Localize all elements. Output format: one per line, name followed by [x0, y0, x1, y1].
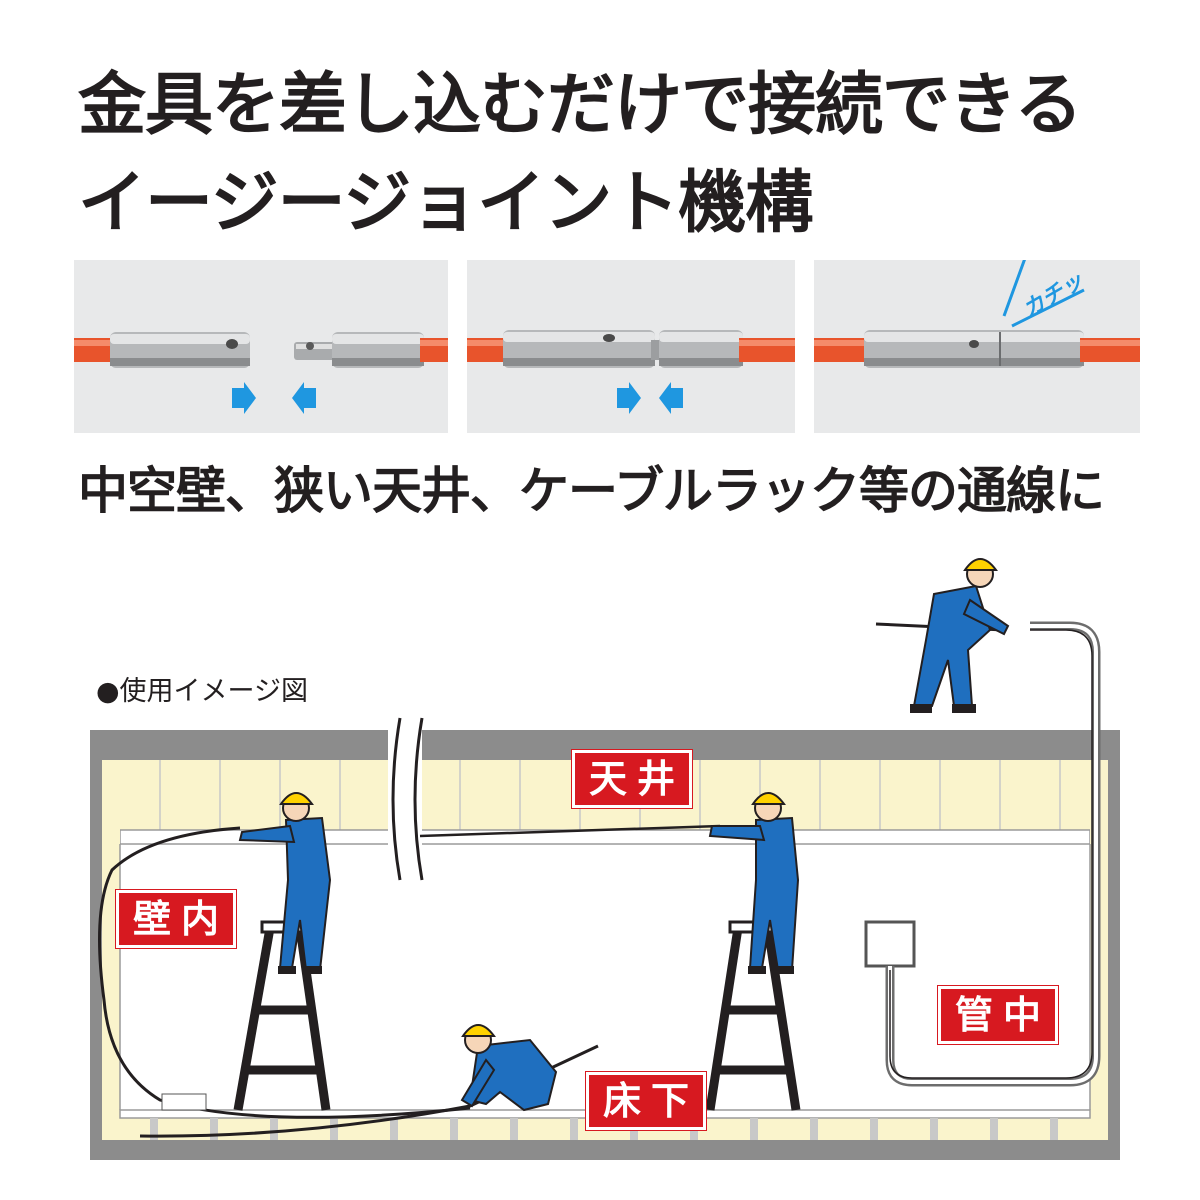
- stepladder-right: [705, 927, 801, 1111]
- click-mark-line: [1002, 260, 1026, 317]
- joint-connected-illustration: カチッ: [814, 260, 1140, 368]
- headline-line-2: イージージョイント機構: [78, 164, 813, 243]
- joint-inserting-illustration: [467, 330, 795, 414]
- label-ceiling: 天井: [572, 750, 693, 808]
- wire-spool-label: [161, 1093, 207, 1111]
- helmet-icon: [963, 558, 998, 571]
- label-wall: 壁内: [116, 890, 237, 948]
- right-wall: [1108, 730, 1120, 1160]
- wire-underfloor-route: [139, 1044, 599, 1138]
- click-sound-text: カチッ: [1018, 267, 1089, 322]
- break-mark: [391, 717, 402, 881]
- joint-photo-separated: [74, 260, 448, 433]
- arrow-right-icon: [232, 382, 256, 414]
- usage-diagram-caption: ●使用イメージ図: [96, 676, 309, 707]
- arrow-right-icon: [617, 382, 641, 414]
- label-conduit: 管中: [938, 986, 1059, 1044]
- left-wall-cavity: [102, 760, 120, 1140]
- ceiling-joists: [159, 760, 1061, 830]
- arrow-left-icon: [659, 382, 683, 414]
- wire-wall-route: [98, 826, 471, 1119]
- helmet-icon: [279, 792, 314, 805]
- worker-ceiling-right: [708, 792, 800, 974]
- usage-subheading: 中空壁、狭い天井、ケーブルラック等の通線に: [78, 462, 1105, 520]
- junction-box: [864, 920, 916, 968]
- label-underfloor: 床下: [586, 1072, 707, 1130]
- worker-roof: [910, 558, 1010, 713]
- joint-separated-illustration: [74, 332, 448, 414]
- joint-photo-inserting: [467, 260, 795, 433]
- worker-underfloor: [460, 1024, 558, 1112]
- headline-line-1: 金具を差し込むだけで接続できる: [78, 66, 1083, 145]
- left-wall: [90, 730, 102, 1160]
- arrow-left-icon: [292, 382, 316, 414]
- worker-ceiling-left: [238, 792, 332, 974]
- helmet-icon: [751, 792, 786, 805]
- joint-photo-connected: カチッ: [814, 260, 1140, 433]
- helmet-icon: [461, 1024, 496, 1037]
- wire-ceiling-route: [419, 824, 721, 838]
- floor-slab: [90, 1140, 1120, 1160]
- click-mark-line: [1011, 288, 1085, 328]
